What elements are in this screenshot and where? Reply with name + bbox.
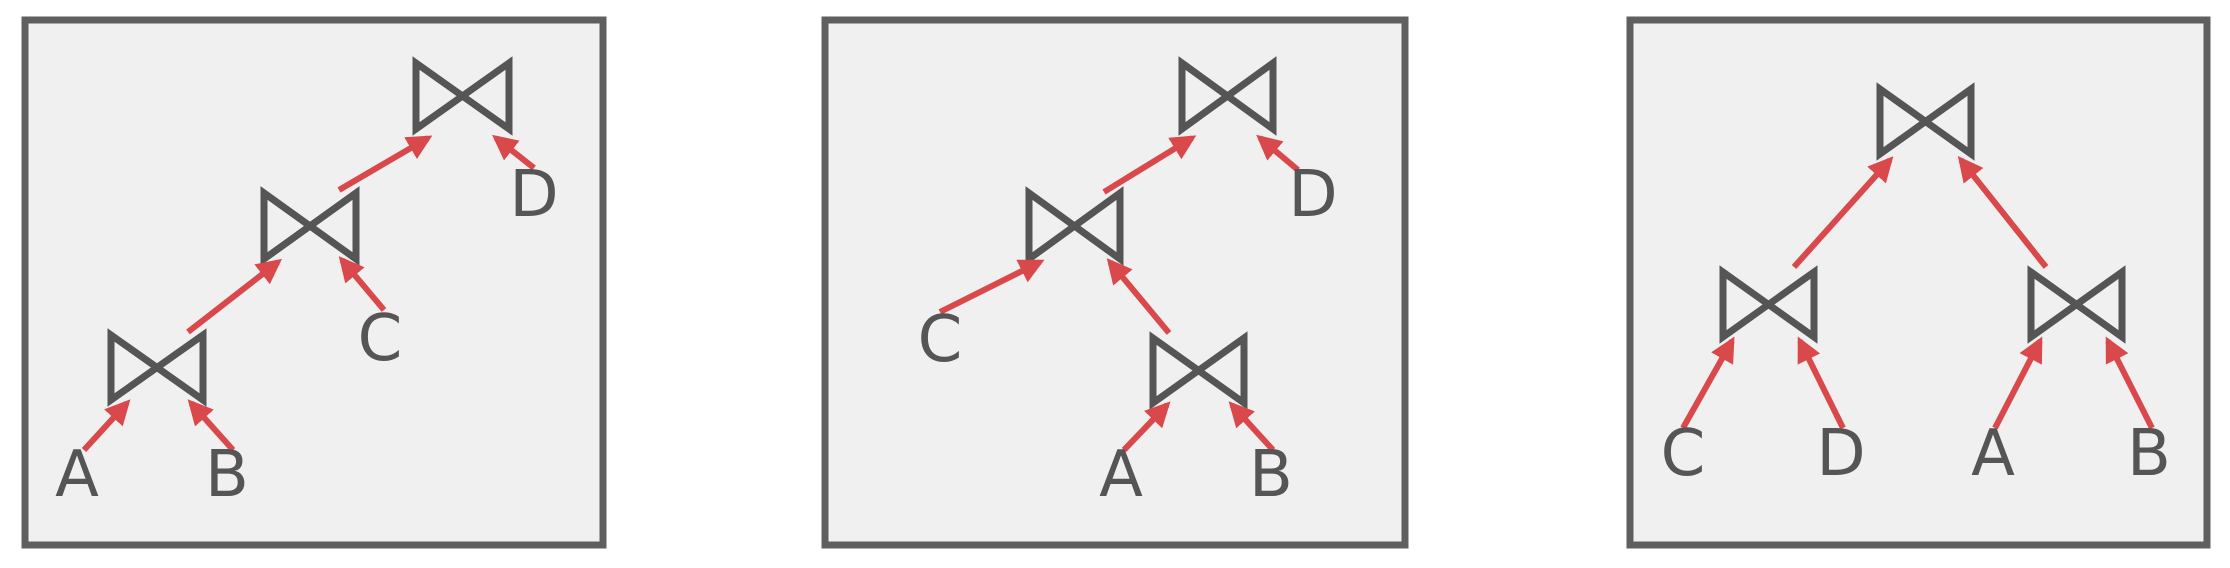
join-icon-top bbox=[412, 56, 513, 136]
edge-D-to-join1 bbox=[1256, 134, 1300, 173]
panel-left-deep: A B C D bbox=[21, 16, 607, 549]
leaf-label: D bbox=[509, 158, 558, 232]
join-icon-top bbox=[1178, 56, 1277, 136]
leaf-label: A bbox=[55, 438, 99, 512]
edge-joinR-to-root bbox=[1957, 156, 2049, 269]
edge-A-to-joinR bbox=[1992, 336, 2043, 430]
leaf-label: A bbox=[1099, 438, 1143, 512]
leaf-label: B bbox=[1249, 438, 1293, 512]
edge-joinL-to-root bbox=[1791, 156, 1894, 270]
edge-C-to-joinL bbox=[1680, 336, 1735, 430]
join-icon-middle bbox=[260, 186, 360, 266]
panel-bushy-right: C A B D bbox=[821, 16, 1409, 549]
edge-B-to-join3 bbox=[1228, 401, 1276, 453]
edge-D-to-joinL bbox=[1797, 336, 1846, 430]
join-icon-middle bbox=[1025, 186, 1124, 266]
join-icon-left bbox=[1719, 265, 1818, 344]
leaf-label: C bbox=[918, 303, 963, 377]
edge-C-to-join2 bbox=[938, 259, 1045, 315]
leaf-label: A bbox=[1971, 417, 2015, 491]
edge-D-to-join1 bbox=[492, 134, 536, 171]
join-icon-right bbox=[2027, 265, 2126, 344]
leaf-label: B bbox=[205, 438, 249, 512]
edge-B-to-joinR bbox=[2105, 336, 2155, 430]
panel-balanced-bushy: C D A B bbox=[1626, 16, 2211, 549]
join-icon-bottom bbox=[1149, 331, 1248, 410]
panel-1-frame bbox=[21, 16, 607, 549]
panel-2-frame bbox=[821, 16, 1409, 549]
join-icon-top bbox=[1876, 82, 1975, 161]
edge-join2-to-join1 bbox=[337, 135, 433, 193]
edge-A-to-join3 bbox=[1121, 401, 1171, 453]
edge-join2-to-join1 bbox=[1102, 135, 1197, 195]
edge-join3-to-join2 bbox=[186, 258, 282, 335]
leaf-label: D bbox=[1816, 417, 1865, 491]
leaf-label: C bbox=[358, 302, 403, 376]
edge-join3-to-join2 bbox=[1106, 258, 1172, 335]
leaf-label: B bbox=[2127, 417, 2171, 491]
edge-C-to-join2 bbox=[338, 256, 387, 312]
edge-B-to-join3 bbox=[187, 399, 236, 452]
edge-A-to-join3 bbox=[81, 399, 131, 453]
join-icon-bottom bbox=[107, 328, 207, 407]
leaf-label: D bbox=[1288, 158, 1337, 232]
leaf-label: C bbox=[1661, 417, 1706, 491]
